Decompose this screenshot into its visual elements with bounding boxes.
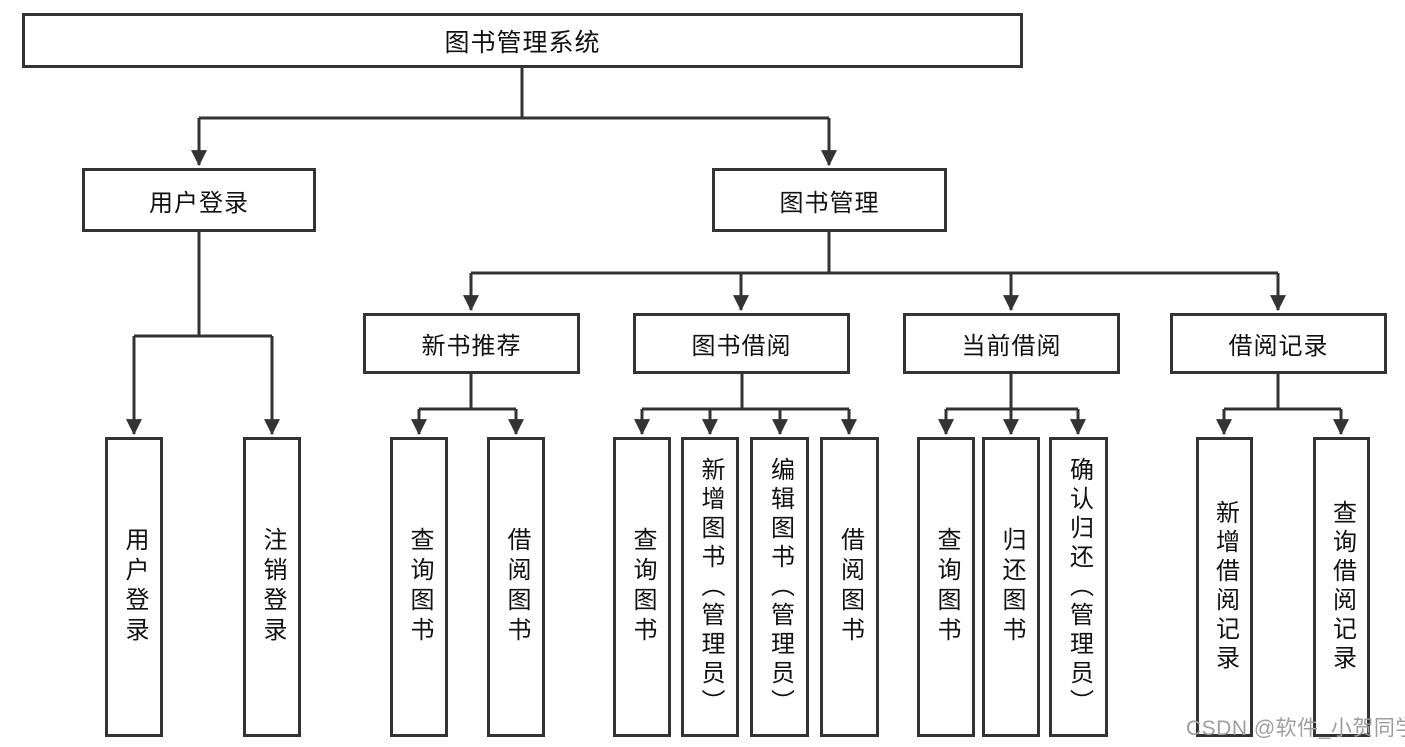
- leaf-logout: 注销登录: [243, 437, 301, 737]
- node-borrow-records: 借阅记录: [1170, 313, 1387, 374]
- leaf-add-borrow-record-label: 新增借阅记录: [1211, 500, 1239, 674]
- leaf-query-books-1: 查询图书: [390, 437, 448, 737]
- leaf-query-books-2-label: 查询图书: [629, 527, 656, 647]
- leaf-add-borrow-record: 新增借阅记录: [1196, 437, 1253, 737]
- leaf-user-login: 用户登录: [105, 437, 163, 737]
- leaf-add-book-admin: 新增图书（管理员）: [681, 437, 739, 737]
- leaf-confirm-return-admin-label: 确认归还（管理员）: [1065, 456, 1093, 718]
- node-book-management-label: 图书管理: [779, 189, 880, 217]
- leaf-edit-book-admin-label: 编辑图书（管理员）: [766, 456, 794, 718]
- node-borrow-records-label: 借阅记录: [1228, 333, 1329, 360]
- leaf-edit-book-admin: 编辑图书（管理员）: [750, 437, 809, 737]
- node-book-management: 图书管理: [712, 168, 947, 232]
- node-new-book-recommend: 新书推荐: [363, 313, 580, 374]
- leaf-logout-label: 注销登录: [259, 527, 286, 647]
- node-current-borrow: 当前借阅: [903, 313, 1120, 374]
- node-root-label: 图书管理系统: [444, 28, 601, 57]
- node-book-borrow: 图书借阅: [633, 313, 850, 374]
- leaf-borrow-books-1-label: 借阅图书: [503, 527, 530, 647]
- leaf-add-book-admin-label: 新增图书（管理员）: [697, 456, 724, 718]
- connector-book-borrow-trunk: [642, 374, 849, 411]
- connector-book-management-trunk: [471, 232, 1278, 275]
- leaf-query-borrow-record-label: 查询借阅记录: [1328, 500, 1356, 674]
- leaf-borrow-books-2-label: 借阅图书: [836, 527, 864, 647]
- connector-root-trunk: [199, 68, 829, 120]
- leaf-borrow-books-1: 借阅图书: [487, 437, 545, 737]
- node-new-book-recommend-label: 新书推荐: [421, 333, 522, 360]
- leaf-query-books-3-label: 查询图书: [933, 527, 960, 647]
- leaf-return-book: 归还图书: [982, 437, 1040, 737]
- connector-new-book-trunk: [419, 374, 516, 411]
- leaf-query-books-2: 查询图书: [613, 437, 671, 737]
- node-book-borrow-label: 图书借阅: [691, 333, 792, 360]
- leaf-return-book-label: 归还图书: [998, 527, 1025, 647]
- node-current-borrow-label: 当前借阅: [961, 333, 1062, 360]
- leaf-user-login-label: 用户登录: [121, 527, 148, 647]
- leaf-query-books-3: 查询图书: [917, 437, 975, 737]
- connector-borrow-records-trunk: [1224, 374, 1341, 411]
- node-user-login-label: 用户登录: [149, 189, 249, 217]
- connector-current-borrow-trunk: [946, 374, 1078, 411]
- node-user-login: 用户登录: [82, 168, 316, 232]
- leaf-borrow-books-2: 借阅图书: [820, 437, 879, 737]
- leaf-query-borrow-record: 查询借阅记录: [1313, 437, 1370, 737]
- connector-user-login-trunk: [134, 232, 272, 338]
- leaf-confirm-return-admin: 确认归还（管理员）: [1049, 437, 1108, 737]
- leaf-query-books-1-label: 查询图书: [406, 527, 433, 647]
- csdn-watermark: CSDN @软件_小贺同学: [1186, 717, 1405, 740]
- node-root: 图书管理系统: [22, 13, 1023, 68]
